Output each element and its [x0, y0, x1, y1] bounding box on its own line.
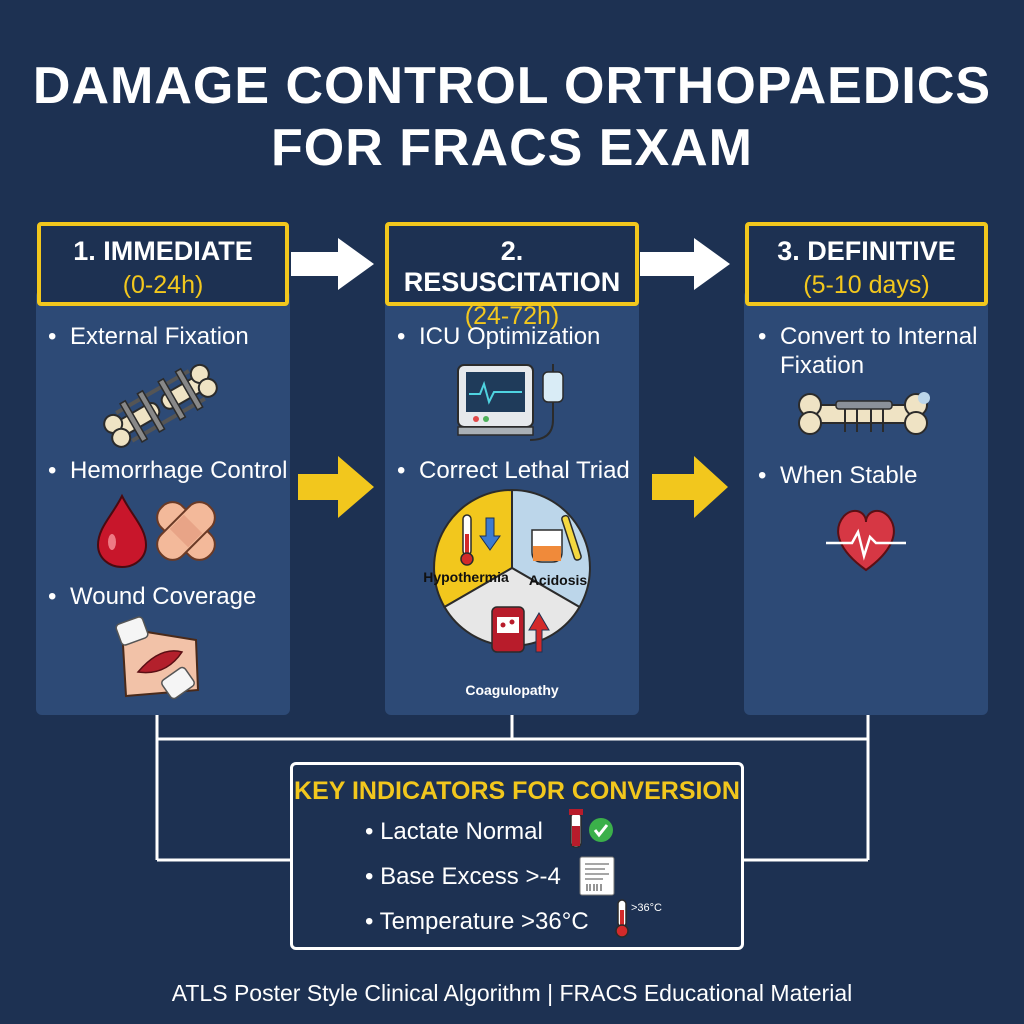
arrow-right-icon — [298, 456, 374, 518]
key-indicators-title: KEY INDICATORS FOR CONVERSION — [294, 777, 740, 805]
definitive-panel — [744, 290, 988, 715]
svg-text:Acidosis: Acidosis — [529, 572, 588, 588]
list-item: • Lactate Normal — [365, 818, 543, 845]
beaker-icon — [531, 514, 582, 563]
arrow-right-icon — [640, 238, 730, 290]
bullet-icon: • — [397, 457, 406, 484]
heart-ecg-icon — [826, 509, 906, 572]
page-subtitle: FOR FRACS EXAM — [271, 119, 753, 177]
list-item: •Hemorrhage Control — [48, 457, 288, 484]
stage-time: (5-10 days) — [803, 271, 930, 299]
bullet-icon: • — [48, 323, 57, 350]
icu-monitor-iv-icon — [457, 364, 564, 441]
bullet-icon: • — [365, 863, 381, 890]
list-item: • Temperature >36°C — [365, 908, 589, 935]
stage-resuscitation-header: 2. RESUSCITATION (24-72h) — [385, 222, 639, 330]
stage-definitive-header: 3. DEFINITIVE (5-10 days) — [745, 222, 988, 306]
thermometer-down-icon — [460, 514, 501, 566]
thermometer-label: >36°C — [631, 902, 662, 914]
bullet-icon: • — [48, 583, 57, 610]
blood-drop-icon — [96, 493, 148, 569]
svg-text:Hypothermia: Hypothermia — [423, 569, 509, 585]
stage-name: 2. RESUSCITATION — [403, 236, 621, 297]
stage-name: 1. IMMEDIATE — [73, 236, 253, 266]
list-item: •Correct Lethal Triad — [397, 457, 630, 484]
footer-caption: ATLS Poster Style Clinical Algorithm | F… — [171, 980, 853, 1006]
bullet-icon: • — [365, 908, 380, 935]
plated-bone-icon — [798, 392, 930, 435]
svg-text:Coagulopathy: Coagulopathy — [465, 682, 559, 698]
bullet-icon: • — [397, 323, 406, 350]
arrow-right-icon — [291, 238, 374, 290]
blood-bag-up-icon — [491, 606, 550, 653]
page-title: DAMAGE CONTROL ORTHOPAEDICS — [32, 57, 992, 115]
bullet-icon: • — [365, 818, 381, 845]
list-item: •ICU Optimization — [397, 323, 601, 350]
bandage-icon — [156, 501, 216, 561]
stage-name: 3. DEFINITIVE — [777, 236, 956, 266]
list-item: •Wound Coverage — [48, 583, 257, 610]
lethal-triad-diagram: Hypothermia Acidosis Coagulopathy — [423, 488, 591, 698]
external-fixator-bone-icon — [103, 363, 218, 448]
thermometer-icon — [615, 899, 629, 938]
bullet-icon: • — [758, 323, 767, 350]
list-item: • Base Excess >-4 — [365, 863, 561, 890]
bullet-icon: • — [48, 457, 57, 484]
bullet-icon: • — [758, 462, 767, 489]
wound-dressing-icon — [115, 616, 200, 700]
blood-tube-check-icon — [569, 809, 613, 848]
stage-immediate-header: 1. IMMEDIATE (0-24h) — [37, 222, 289, 306]
stage-time: (0-24h) — [122, 271, 204, 299]
lab-report-icon — [579, 856, 615, 896]
list-item: •External Fixation — [48, 323, 249, 350]
stage-time: (24-72h) — [464, 302, 560, 330]
list-item: •When Stable — [758, 462, 918, 489]
arrow-right-icon — [652, 456, 728, 518]
key-indicators-box: KEY INDICATORS FOR CONVERSION • Lactate … — [290, 762, 744, 950]
